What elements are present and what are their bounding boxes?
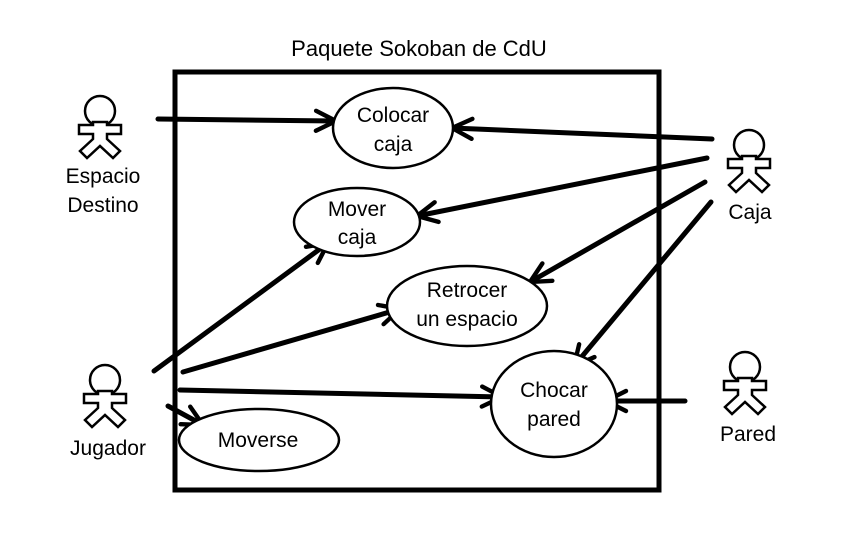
edge-jugador-mover-caja <box>151 240 331 374</box>
use-case-moverse: Moverse <box>177 407 341 473</box>
actor-jugador <box>82 363 128 429</box>
actor-icon <box>77 94 123 160</box>
actor-icon <box>722 350 768 416</box>
system-boundary <box>172 69 662 493</box>
use-case-label: un espacio <box>416 308 518 331</box>
actor-label: Pared <box>720 423 776 446</box>
actor-icon <box>82 363 128 429</box>
use-case-label: pared <box>527 408 581 431</box>
use-case-colocar-caja: Colocar caja <box>331 86 455 170</box>
edge-caja-colocar-caja <box>449 116 715 142</box>
use-case-label: caja <box>338 226 377 249</box>
actor-label: Jugador <box>70 437 146 460</box>
use-case-mover-caja: Mover caja <box>292 186 422 258</box>
edge-jugador-chocar-pared <box>177 384 505 409</box>
package-title: Paquete Sokoban de CdU <box>291 36 547 61</box>
actor-label: Caja <box>728 201 772 224</box>
actor-caja <box>726 128 772 194</box>
actor-espacio-destino <box>77 94 123 160</box>
use-case-retroceder: Retrocer un espacio <box>385 264 549 348</box>
edge-caja-mover-caja <box>414 155 710 225</box>
use-case-label: Moverse <box>218 429 299 452</box>
actor-pared <box>722 350 768 416</box>
use-case-label: caja <box>374 133 413 156</box>
actor-label: Destino <box>67 194 138 217</box>
edge-jugador-retroceder <box>180 302 403 375</box>
actor-label: Espacio <box>66 165 141 188</box>
edge-caja-retroceder <box>527 179 708 285</box>
use-case-label: Retrocer <box>427 279 508 302</box>
use-case-label: Colocar <box>357 104 429 127</box>
use-case-chocar-pared: Chocar pared <box>489 349 619 459</box>
use-case-label: Chocar <box>520 379 588 402</box>
actor-icon <box>726 128 772 194</box>
edge-caja-chocar-pared <box>571 199 714 369</box>
edge-espacio-destino-colocar-caja <box>155 108 339 133</box>
use-case-label: Mover <box>328 198 386 221</box>
